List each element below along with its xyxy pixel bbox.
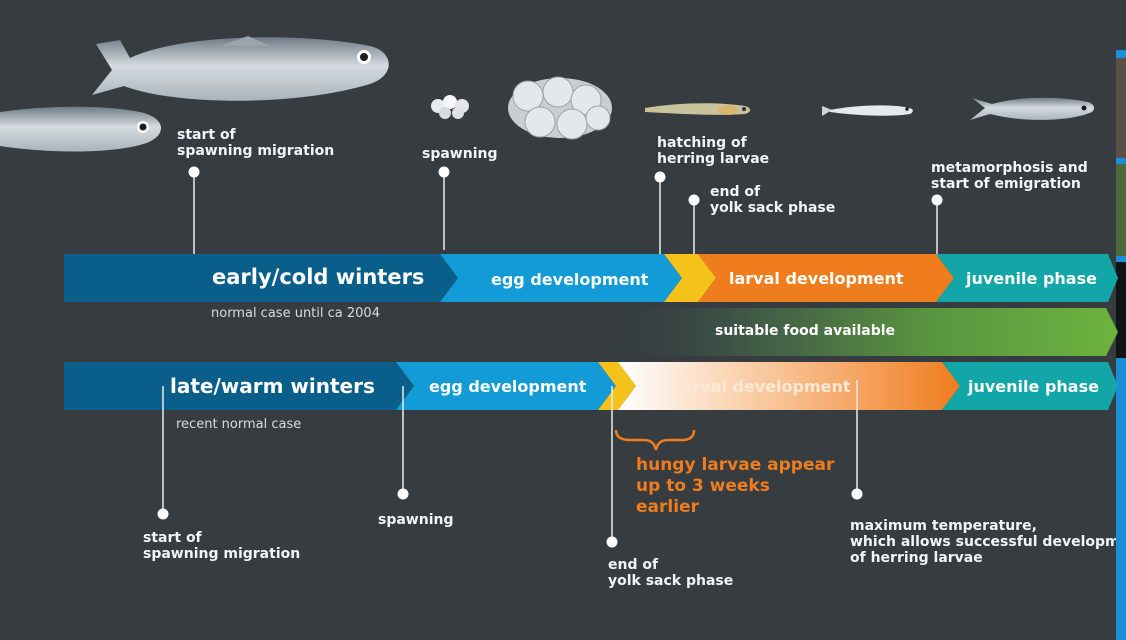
warm-winter-title: late/warm winters [170, 374, 375, 398]
top-label-hatching: hatching of herring larvae [657, 135, 770, 167]
warm-juvenile-label: juvenile phase [968, 377, 1099, 396]
food-band [600, 308, 1118, 356]
cold-juvenile-label: juvenile phase [966, 269, 1097, 288]
marker-dot [931, 194, 943, 206]
bottom-label-start-migration: start of spawning migration [143, 530, 301, 562]
warm-larval-segment [618, 362, 960, 410]
top-label-start-migration: start of spawning migration [177, 127, 335, 159]
larva-icon [645, 103, 751, 115]
marker-dot [851, 488, 863, 500]
food-band-label: suitable food available [715, 323, 896, 339]
right-edge-dark [1116, 262, 1126, 358]
top-label-end-yolk: end of yolk sack phase [710, 184, 836, 216]
cold-winter-subtitle: normal case until ca 2004 [211, 306, 380, 321]
cold-larval-segment [698, 254, 954, 302]
bottom-label-spawning: spawning [378, 512, 454, 528]
marker-dot [606, 536, 618, 548]
bottom-label-max-temp: maximum temperature, which allows succes… [850, 518, 1116, 566]
marker-dot [397, 488, 409, 500]
right-edge-photo-top [1116, 58, 1126, 158]
juvenile-fish-icon [822, 105, 913, 116]
warm-larval-label: larval development [676, 377, 851, 396]
cold-yolk-segment [664, 254, 716, 302]
marker-dot [438, 166, 450, 178]
marker-dot [654, 171, 666, 183]
herring-eggs-icon [431, 95, 469, 119]
bottom-label-end-yolk: end of yolk sack phase [608, 557, 734, 589]
juvenile-fish-icon [970, 97, 1095, 120]
cold-migration-segment [64, 254, 458, 302]
early-larvae-callout: hungy larvae appear up to 3 weeks earlie… [636, 455, 835, 517]
warm-winter-timeline [64, 362, 1118, 410]
top-label-metamorphosis: metamorphosis and start of emigration [931, 160, 1088, 192]
warm-winter-subtitle: recent normal case [176, 417, 302, 432]
warm-egg-segment [396, 362, 616, 410]
cold-winter-timeline [64, 254, 1118, 302]
cold-egg-segment [440, 254, 682, 302]
herring-fish-icon [92, 36, 389, 101]
marker-dot [188, 166, 200, 178]
cold-larval-label: larval development [729, 269, 904, 288]
cold-egg-label: egg development [491, 270, 649, 289]
herring-eggs-icon [508, 76, 612, 140]
marker-dot [157, 508, 169, 520]
warm-migration-segment [64, 362, 414, 410]
top-label-spawning: spawning [422, 146, 498, 162]
marker-dot [688, 194, 700, 206]
cold-juvenile-segment [936, 254, 1118, 302]
cold-winter-title: early/cold winters [212, 265, 425, 289]
warm-juvenile-segment [942, 362, 1118, 410]
bottom-markers [162, 380, 858, 542]
callout-brace [614, 429, 696, 451]
warm-egg-label: egg development [429, 377, 587, 396]
right-edge-photo-mid [1116, 164, 1126, 256]
herring-fish-icon [0, 106, 161, 152]
warm-yolk-segment [598, 362, 636, 410]
